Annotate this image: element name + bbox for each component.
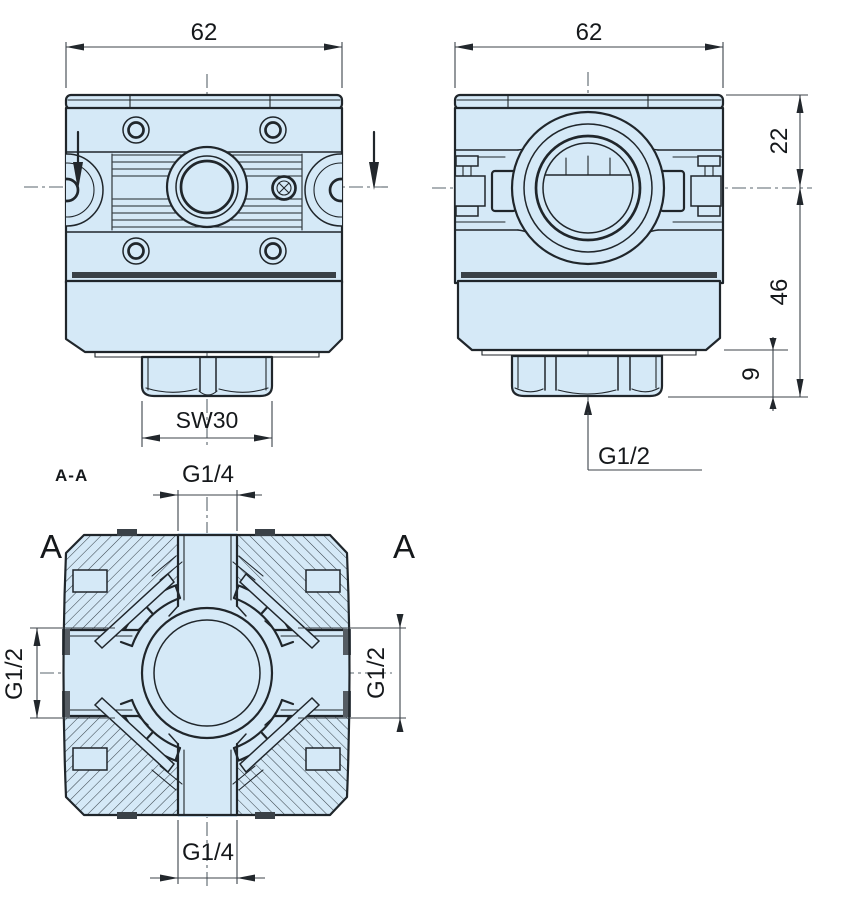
- side-right-fitting: [658, 155, 722, 217]
- side-bottom-port-callout: G1/2: [584, 399, 702, 471]
- section-view: A-A A A G1/4 G1/4 G1/2: [1, 461, 415, 888]
- side-lower-block: [456, 279, 722, 352]
- side-body: [453, 93, 725, 398]
- edge-tabs: [117, 529, 275, 819]
- section-left-port-label: G1/2: [1, 648, 28, 700]
- front-hex-nut: [140, 355, 274, 398]
- section-top-port-dimension: G1/4: [153, 461, 262, 531]
- section-left-port: [62, 620, 149, 726]
- front-bolt-holes: [122, 116, 287, 265]
- side-lower-height-label: 46: [766, 279, 793, 306]
- front-adjust-screw: [271, 175, 297, 201]
- center-bore-outer: [140, 606, 274, 740]
- side-hex-nut: [510, 354, 664, 398]
- section-cut-arrows: [73, 130, 379, 190]
- side-height-dimensions: 22 46 9: [668, 94, 808, 411]
- section-bottom-port-label: G1/4: [182, 839, 234, 866]
- side-width-dimension: 62: [454, 19, 724, 88]
- side-view: 62 22 46 9 G1/2: [432, 19, 812, 471]
- cut-arrow-left: [73, 162, 83, 190]
- section-left-port-dimension: G1/2: [1, 627, 115, 719]
- section-title: A-A: [55, 466, 88, 485]
- side-bottom-port-label: G1/2: [598, 443, 650, 470]
- front-view: 62 SW30: [24, 19, 392, 447]
- cavity-cam-arcs: [119, 585, 295, 761]
- side-left-fitting: [454, 155, 518, 217]
- front-side-bosses: [66, 153, 342, 227]
- front-width-dim-label: 62: [191, 19, 218, 46]
- section-right-port-label: G1/2: [363, 647, 390, 699]
- section-bottom-port-dimension: G1/4: [150, 820, 265, 884]
- front-body: [64, 93, 344, 398]
- front-wrench-dim-label: SW30: [176, 407, 239, 433]
- corner-counterbores: [72, 569, 341, 771]
- side-width-dim-label: 62: [576, 19, 603, 46]
- port-flank-lines: [151, 555, 264, 791]
- section-body: [62, 529, 351, 819]
- front-lower-block: [64, 279, 344, 354]
- cut-arrow-right: [369, 162, 379, 190]
- clamp-split-wedges: [93, 572, 321, 774]
- front-center-port: [165, 145, 249, 229]
- cut-letter-left: A: [40, 528, 62, 565]
- section-right-port-dimension: G1/2: [298, 614, 406, 732]
- cut-letter-right: A: [393, 528, 415, 565]
- center-bore-inner: [153, 619, 261, 727]
- front-gap-band: [72, 272, 336, 278]
- side-upper-height-label: 22: [766, 128, 793, 155]
- front-width-dimension: 62: [65, 19, 343, 88]
- front-wrench-dimension: SW30: [141, 401, 273, 447]
- side-gap-band: [461, 272, 717, 278]
- section-top-port: [168, 533, 247, 617]
- side-spigot-height-label: 9: [738, 367, 765, 380]
- side-sight-glass: [510, 110, 666, 266]
- section-top-port-label: G1/4: [182, 461, 234, 488]
